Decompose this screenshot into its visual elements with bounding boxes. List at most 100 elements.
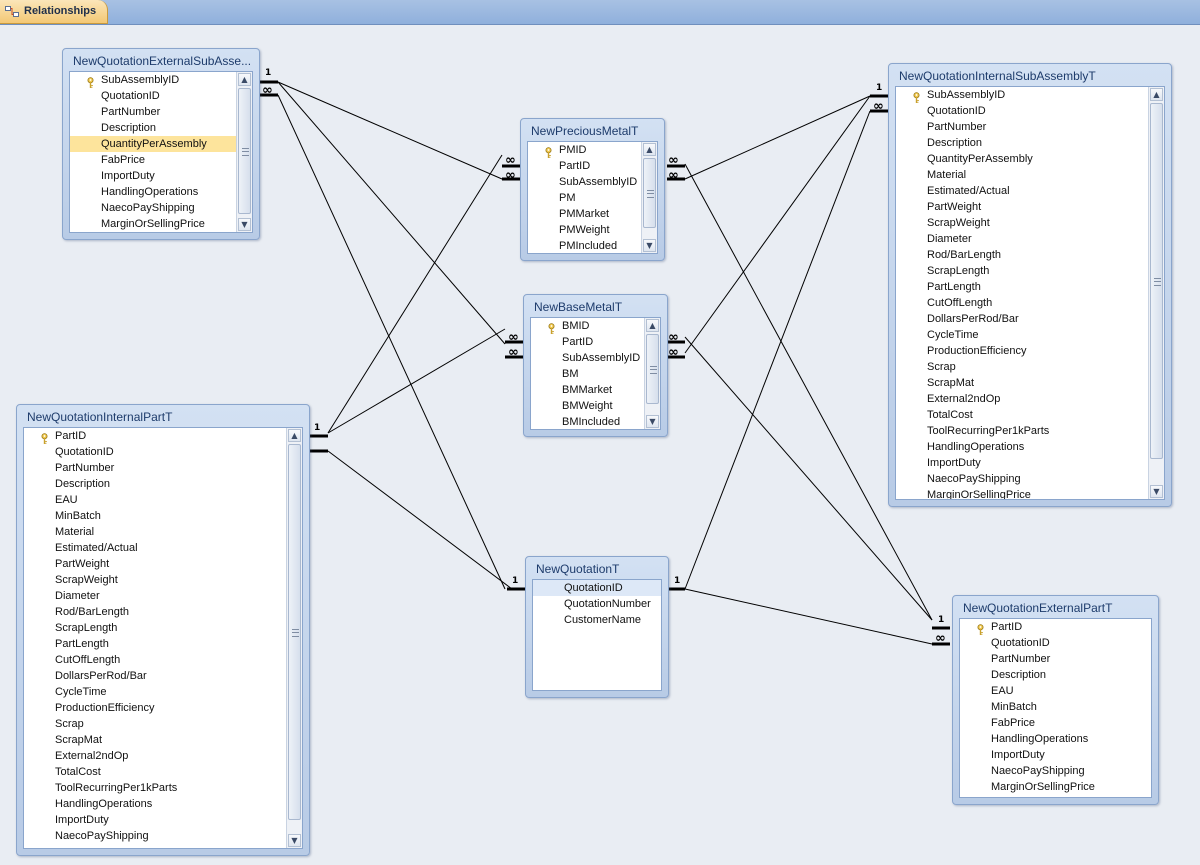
scroll-down-icon[interactable]: ▼ [288, 834, 301, 847]
field-row[interactable]: BMWeight [562, 400, 613, 412]
scroll-thumb[interactable] [643, 158, 656, 228]
field-row[interactable]: EAU [55, 494, 78, 506]
table-title[interactable]: NewQuotationExternalPartT [963, 601, 1113, 615]
field-row[interactable]: SubAssemblyID [562, 352, 641, 364]
field-row[interactable]: QuantityPerAssembly [70, 136, 236, 152]
field-row[interactable]: BM [562, 368, 579, 380]
field-row[interactable]: PMID [559, 144, 587, 156]
field-row[interactable]: Material [927, 169, 967, 181]
field-row[interactable]: QuotationNumber [564, 598, 651, 610]
table-internal-subassembly[interactable]: NewQuotationInternalSubAssemblyT SubAsse… [888, 63, 1172, 507]
field-row[interactable]: Estimated/Actual [55, 542, 138, 554]
field-row[interactable]: Rod/BarLength [927, 249, 1001, 261]
field-row[interactable]: Scrap [55, 718, 84, 730]
field-row[interactable]: ScrapMat [927, 377, 975, 389]
field-row[interactable]: QuotationID [101, 90, 160, 102]
field-row[interactable]: PartWeight [927, 201, 982, 213]
field-row[interactable]: External2ndOp [927, 393, 1001, 405]
field-row[interactable]: TotalCost [927, 409, 973, 421]
field-row[interactable]: ScrapLength [927, 265, 990, 277]
field-row[interactable]: FabPrice [101, 154, 146, 166]
field-row[interactable]: NaecoPayShipping [991, 765, 1085, 777]
field-row[interactable]: PartID [562, 336, 594, 348]
field-row[interactable]: FabPrice [991, 717, 1036, 729]
field-row[interactable]: Diameter [55, 590, 100, 602]
table-ext-subassembly[interactable]: NewQuotationExternalSubAsse... SubAssemb… [62, 48, 260, 240]
field-row[interactable]: PMIncluded [559, 240, 618, 252]
table-title[interactable]: NewQuotationInternalSubAssemblyT [899, 69, 1096, 83]
field-row[interactable]: MarginOrSellingPrice [927, 489, 1031, 500]
field-row[interactable]: PM [559, 192, 576, 204]
field-row[interactable]: NaecoPayShipping [101, 202, 195, 214]
field-row[interactable]: TotalCost [55, 766, 101, 778]
vertical-scrollbar[interactable]: ▲▼ [641, 142, 657, 253]
field-row[interactable]: ImportDuty [991, 749, 1045, 761]
field-row[interactable]: DollarsPerRod/Bar [55, 670, 147, 682]
field-row[interactable]: MinBatch [55, 510, 101, 522]
field-row[interactable]: ScrapMat [55, 734, 103, 746]
scroll-down-icon[interactable]: ▼ [646, 415, 659, 428]
field-row[interactable]: Estimated/Actual [927, 185, 1010, 197]
scroll-up-icon[interactable]: ▲ [238, 73, 251, 86]
field-row[interactable]: Description [101, 122, 157, 134]
field-row[interactable]: PMWeight [559, 224, 610, 236]
field-row[interactable]: NaecoPayShipping [55, 830, 149, 842]
field-row[interactable]: MinBatch [991, 701, 1037, 713]
field-row[interactable]: CutOffLength [927, 297, 993, 309]
tab-relationships[interactable]: Relationships [0, 0, 108, 24]
field-row[interactable]: CycleTime [927, 329, 979, 341]
field-row[interactable]: PartLength [55, 638, 109, 650]
scroll-up-icon[interactable]: ▲ [643, 143, 656, 156]
field-row[interactable]: ScrapWeight [927, 217, 990, 229]
scroll-down-icon[interactable]: ▼ [238, 218, 251, 231]
vertical-scrollbar[interactable]: ▲▼ [236, 72, 252, 232]
field-row[interactable]: HandlingOperations [101, 186, 199, 198]
field-row[interactable]: PartID [55, 430, 87, 442]
field-row[interactable]: PartNumber [55, 462, 115, 474]
field-row[interactable]: BMIncluded [562, 416, 621, 428]
scroll-thumb[interactable] [288, 444, 301, 820]
scroll-up-icon[interactable]: ▲ [646, 319, 659, 332]
field-row[interactable]: QuotationID [55, 446, 114, 458]
field-row[interactable]: CycleTime [55, 686, 107, 698]
field-row[interactable]: HandlingOperations [55, 798, 153, 810]
field-row[interactable]: CustomerName [564, 614, 642, 626]
field-row[interactable]: ImportDuty [101, 170, 155, 182]
scroll-thumb[interactable] [646, 334, 659, 404]
scroll-up-icon[interactable]: ▲ [1150, 88, 1163, 101]
field-row[interactable]: QuantityPerAssembly [927, 153, 1033, 165]
field-row[interactable]: SubAssemblyID [101, 74, 180, 86]
field-row[interactable]: HandlingOperations [927, 441, 1025, 453]
field-row[interactable]: MarginOrSellingPrice [991, 781, 1095, 793]
field-row[interactable]: Material [55, 526, 95, 538]
field-row[interactable]: BMMarket [562, 384, 613, 396]
field-row[interactable]: Description [991, 669, 1047, 681]
field-row[interactable]: ScrapLength [55, 622, 118, 634]
table-title[interactable]: NewPreciousMetalT [531, 124, 639, 138]
field-row[interactable]: ToolRecurringPer1kParts [55, 782, 178, 794]
field-row[interactable]: Description [55, 478, 111, 490]
field-row[interactable]: PartNumber [927, 121, 987, 133]
field-row[interactable]: ToolRecurringPer1kParts [927, 425, 1050, 437]
scroll-down-icon[interactable]: ▼ [1150, 485, 1163, 498]
field-row[interactable]: Diameter [927, 233, 972, 245]
field-row[interactable]: CutOffLength [55, 654, 121, 666]
field-row[interactable]: PartNumber [101, 106, 161, 118]
field-row[interactable]: Rod/BarLength [55, 606, 129, 618]
field-row[interactable]: PartID [991, 621, 1023, 633]
table-title[interactable]: NewBaseMetalT [534, 300, 623, 314]
field-row[interactable]: NaecoPayShipping [927, 473, 1021, 485]
field-row[interactable]: PMMarket [559, 208, 610, 220]
scroll-thumb[interactable] [238, 88, 251, 214]
field-row[interactable]: ProductionEfficiency [927, 345, 1027, 357]
field-row[interactable]: ImportDuty [55, 814, 109, 826]
field-row[interactable]: PartID [559, 160, 591, 172]
table-title[interactable]: NewQuotationT [536, 562, 620, 576]
field-row[interactable]: EAU [991, 685, 1014, 697]
scroll-up-icon[interactable]: ▲ [288, 429, 301, 442]
